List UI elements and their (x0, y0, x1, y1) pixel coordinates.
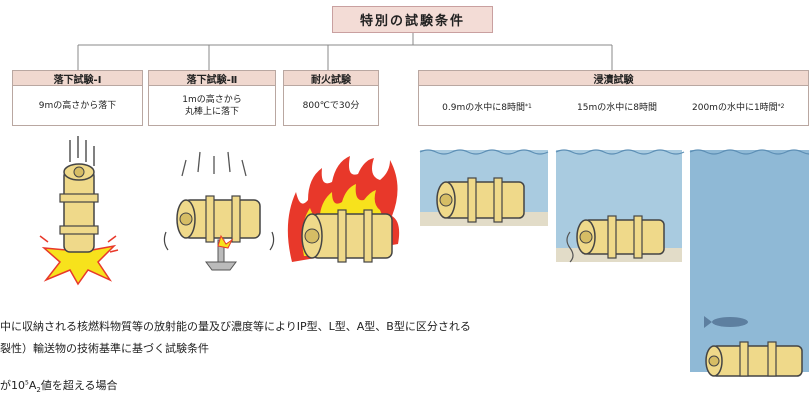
immersion-200m-illustration (689, 149, 809, 377)
test-desc-immersion-0.9m: 0.9mの水中に8時間*1 (424, 86, 550, 126)
note-line-2: 裂性）輸送物の技術基準に基づく試験条件 (0, 342, 209, 355)
immersion-0.9m-illustration (419, 149, 549, 226)
footnote-mark-2: *2 (777, 102, 785, 110)
drop-test-2-illustration (163, 151, 275, 271)
test-header-drop-2: 落下試験-Ⅱ (148, 70, 276, 86)
immersion-0.9m-text: 0.9mの水中に8時間 (442, 102, 525, 113)
immersion-15m-text: 15mの水中に8時間 (577, 102, 657, 113)
drop-test-1-illustration (39, 136, 119, 286)
test-desc-immersion-box (418, 86, 809, 126)
test-header-immersion: 浸漬試験 (418, 70, 809, 86)
note-line-3-suffix: 値を超える場合 (40, 379, 118, 392)
immersion-15m-illustration (555, 149, 685, 263)
note-line-1: 中に収納される核燃料物質等の放射能の量及び濃度等によりIP型、L型、A型、B型に… (0, 320, 471, 333)
test-header-fire: 耐火試験 (283, 70, 379, 86)
test-desc-drop-2: 1mの高さから 丸棒上に落下 (148, 86, 276, 126)
note-line-3-a: A (28, 379, 37, 392)
diagram-title: 特別の試験条件 (332, 6, 493, 33)
test-header-drop-1: 落下試験-Ⅰ (12, 70, 143, 86)
footnote-mark-1: *1 (524, 102, 532, 110)
immersion-200m-text: 200mの水中に1時間 (692, 102, 778, 113)
test-desc-fire: 800℃で30分 (283, 86, 379, 126)
test-desc-drop-1: 9mの高さから落下 (12, 86, 143, 126)
note-line-3-sub: 2 (36, 386, 41, 394)
test-desc-immersion-15m: 15mの水中に8時間 (566, 86, 668, 126)
test-desc-drop-2-line1: 1mの高さから (182, 94, 242, 105)
test-desc-drop-2-line2: 丸棒上に落下 (184, 106, 239, 117)
fire-test-illustration (287, 156, 400, 263)
note-line-3-exp: 5 (25, 379, 29, 387)
note-line-3: が105A2値を超える場合 (0, 377, 118, 394)
note-line-3-prefix: が10 (0, 379, 25, 392)
test-desc-immersion-200m: 200mの水中に1時間*2 (692, 86, 809, 126)
